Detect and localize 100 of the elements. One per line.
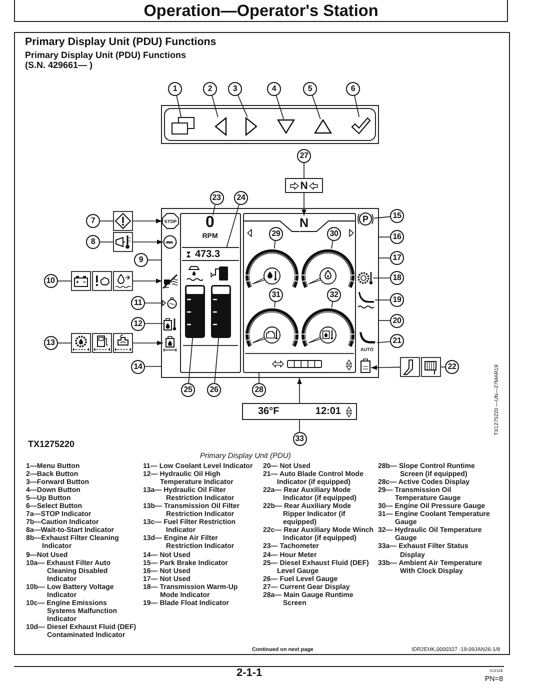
screen-panel (243, 213, 356, 373)
arrow (132, 278, 162, 284)
gear-display (285, 178, 323, 193)
leader-line (212, 204, 216, 216)
leader-line (274, 302, 276, 308)
callout-number: 5 (303, 82, 317, 96)
up-triangle-icon (314, 119, 332, 134)
callout-number: 29 (269, 227, 283, 241)
callout-number: 3 (228, 82, 242, 96)
fluid-drop-icon (113, 271, 133, 291)
button-panel (161, 105, 379, 144)
engine-fan-icon (113, 333, 133, 353)
gear-thermometer-icon (357, 271, 373, 285)
callout-number: 24 (234, 191, 248, 205)
leader-line (276, 94, 284, 120)
leader-line (299, 420, 300, 432)
leader-line (176, 94, 182, 118)
hour-meter (182, 247, 239, 261)
battery-icon (71, 271, 91, 291)
gauge-dial (301, 308, 355, 348)
callout-number: 12 (131, 316, 145, 330)
screen-panel (180, 213, 241, 373)
leader-line (144, 366, 162, 367)
oil-filter-icon (71, 333, 91, 353)
coolant-tank-icon (162, 297, 177, 309)
leader-line (226, 204, 240, 248)
page-number: 2-1-1 (236, 667, 262, 680)
figure-id: TX1275220 (28, 438, 75, 448)
callout-number: 8 (86, 235, 100, 249)
exhaust-thermometer-icon (113, 232, 133, 252)
blade-wave-icon (357, 291, 375, 309)
winch-drum-icon (421, 357, 441, 377)
right-triangle-icon (245, 117, 258, 136)
leader-line (188, 338, 193, 384)
ripper-shank-icon (400, 357, 420, 377)
arrow (302, 192, 306, 216)
leader-line (440, 366, 446, 368)
hour-reading: 473.3 (195, 248, 220, 260)
callout-number: 13 (44, 336, 58, 350)
callout-number: 11 (131, 296, 145, 310)
callout-number: 27 (297, 149, 311, 163)
leader-line (274, 240, 276, 249)
callout-number: 10 (44, 274, 58, 288)
arrow (132, 340, 164, 346)
leader-line (57, 342, 72, 344)
callout-number: 25 (181, 383, 195, 397)
warning-diamond-icon (113, 211, 133, 231)
callout-number: 18 (390, 271, 404, 285)
leader-line (312, 94, 321, 120)
rpm-value: 0 (206, 215, 214, 230)
leader-line (374, 216, 390, 219)
gauge-dial (301, 248, 355, 288)
leader-line (331, 302, 334, 308)
gear-letter: N (300, 216, 308, 232)
arrow (370, 365, 400, 370)
clock-reading: 12:01 (315, 406, 341, 417)
leader-line (331, 240, 334, 249)
callout-number: 19 (390, 293, 404, 307)
page-title: Operation—Operator's Station (144, 2, 378, 20)
engine-coil-icon (163, 235, 177, 249)
leader-line (378, 236, 390, 238)
gauge-dial (245, 248, 299, 288)
callout-number: 30 (327, 227, 341, 241)
leader-line (354, 94, 360, 118)
callout-number: 21 (390, 334, 404, 348)
tank-icon (360, 358, 371, 373)
callout-number: 7 (86, 214, 100, 228)
display-frame (161, 208, 379, 378)
leader-line (57, 280, 72, 282)
section-heading: Primary Display Unit (PDU) Functions (25, 36, 216, 48)
crossed-out-exhaust-icon (162, 274, 178, 288)
gear-letter: N (300, 180, 308, 192)
down-triangle-icon (277, 119, 295, 134)
callout-number: 20 (390, 314, 404, 328)
callout-number: 22 (445, 360, 459, 374)
callout-number: 33 (292, 432, 306, 446)
section-subheading: Primary Display Unit (PDU) Functions (S.N. 429661— ) (25, 50, 188, 70)
leader-line (144, 302, 162, 304)
leader-line (376, 341, 390, 344)
callout-number: 17 (390, 251, 404, 265)
checkmark-icon (351, 117, 371, 135)
callout-number: 32 (327, 288, 341, 302)
leader-line (237, 94, 248, 118)
callout-number: 9 (134, 253, 148, 267)
callout-number: 2 (203, 82, 217, 96)
arrow (297, 378, 302, 404)
exhaust-warning-icon (92, 271, 112, 291)
status-display (242, 403, 357, 420)
leader-line (212, 94, 218, 118)
leader-line (378, 320, 390, 321)
callout-number: 28 (252, 383, 266, 397)
temperature-reading: 36°F (258, 406, 280, 417)
leader-line (258, 372, 260, 384)
level-bar (185, 285, 205, 338)
oil-tank-thermometer-icon (163, 316, 177, 330)
left-triangle-icon (214, 117, 227, 136)
overlapping-windows-icon (171, 117, 195, 135)
callout-number: 14 (131, 360, 145, 374)
callout-number: 4 (267, 82, 281, 96)
leader-line (144, 323, 164, 324)
